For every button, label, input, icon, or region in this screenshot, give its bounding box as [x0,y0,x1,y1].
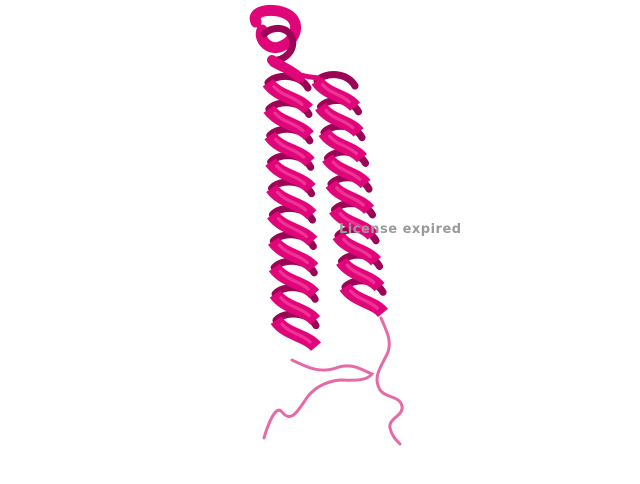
helix-highlight [274,137,306,159]
loop-tail-left [262,358,375,440]
helix-right [311,71,389,318]
helix-back-strand [264,72,312,92]
helix-highlight [277,243,309,265]
helix-highlight [276,217,309,238]
helix-highlight [279,296,311,318]
cap-strand [249,4,302,53]
helix-left [262,72,321,352]
helix-highlight [324,108,355,130]
helix-highlight [345,263,376,285]
loop-connector-top [269,61,321,81]
cap-strand [260,25,297,64]
helix-highlight [275,190,308,212]
license-watermark: License expired [339,222,462,237]
helix-highlight [280,322,312,344]
helix-highlight [272,85,304,106]
helix-highlight [273,111,305,133]
helix-highlight [338,211,369,233]
helix-highlight [331,160,362,181]
helix-highlight [328,134,358,156]
loop-tail-right [375,316,404,446]
helix-highlight [349,289,379,310]
helix-highlight [342,237,372,259]
helix-highlight [321,83,351,104]
helix-highlight [275,164,307,186]
helix-highlight [278,269,310,291]
helix-highlight [335,186,365,207]
